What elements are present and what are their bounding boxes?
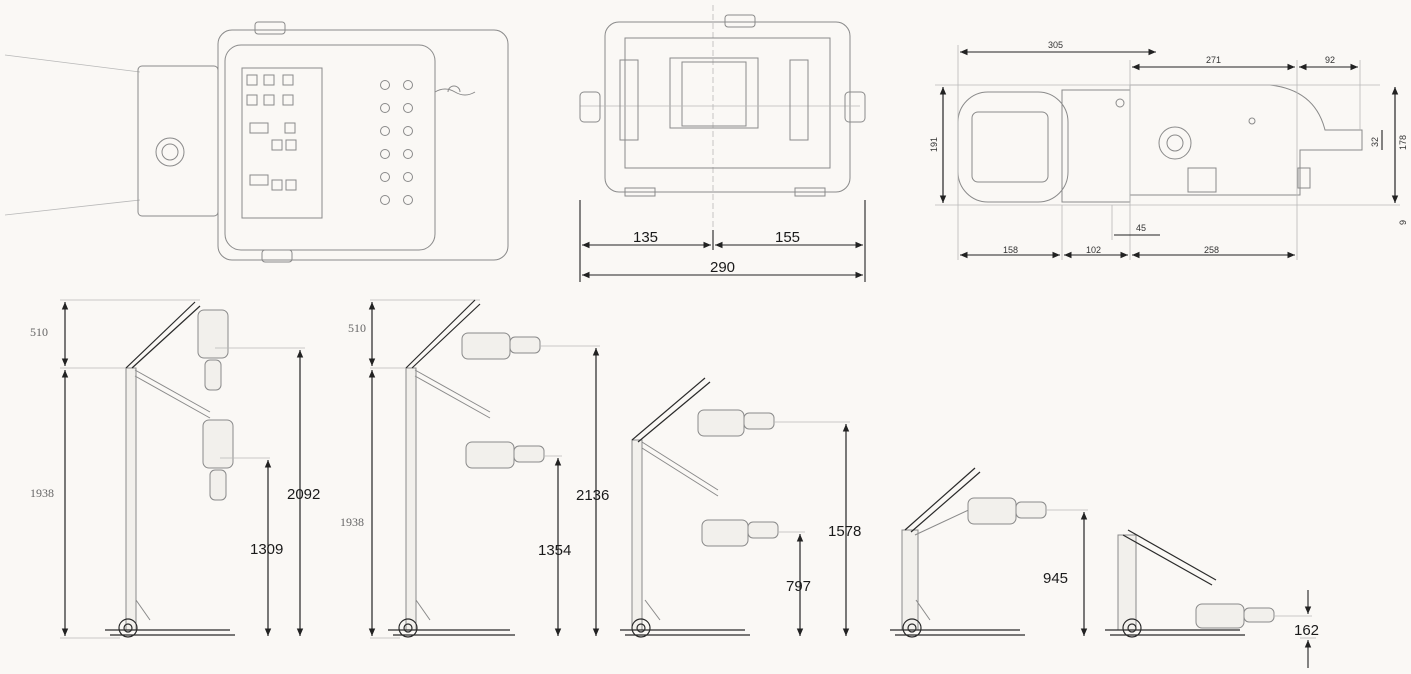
stand-1-min: 1309 — [250, 541, 283, 558]
side-dim-191: 191 — [929, 137, 939, 152]
stand-3-drawing: 1578 797 — [620, 377, 861, 638]
stand-2-lower: 1938 — [340, 515, 364, 529]
front-view-dimensions: 135 155 290 — [579, 200, 866, 282]
side-dim-158: 158 — [1003, 245, 1018, 255]
stand-2-upper: 510 — [348, 321, 366, 335]
stand-1-max: 2092 — [287, 486, 320, 503]
front-dim-total: 290 — [710, 259, 735, 276]
stand-1-upper: 510 — [30, 325, 48, 339]
side-view-drawing — [957, 84, 1363, 203]
stand-4-height: 945 — [1043, 570, 1068, 587]
front-dim-right: 155 — [775, 229, 800, 246]
stand-1-lower: 1938 — [30, 486, 54, 500]
stand-4-drawing: 945 — [890, 467, 1088, 638]
front-dim-left: 135 — [633, 229, 658, 246]
front-view-drawing — [579, 5, 866, 250]
stand-1-drawing: 510 1938 2092 1309 — [30, 299, 320, 639]
side-dim-32: 32 — [1370, 137, 1380, 147]
side-dim-45: 45 — [1136, 223, 1146, 233]
side-dim-178: 178 — [1398, 135, 1408, 150]
side-dim-102: 102 — [1086, 245, 1101, 255]
side-dim-92: 92 — [1325, 55, 1335, 65]
side-dim-9: 9 — [1398, 220, 1408, 225]
stand-3-min: 797 — [786, 578, 811, 595]
side-dim-258: 258 — [1204, 245, 1219, 255]
top-view-drawing — [4, 21, 509, 263]
stand-2-min: 1354 — [538, 542, 571, 559]
stand-5-height: 162 — [1294, 622, 1319, 639]
stand-2-drawing: 510 1938 2136 1354 — [340, 299, 609, 639]
side-dim-305: 305 — [1048, 40, 1063, 50]
stand-2-max: 2136 — [576, 487, 609, 504]
side-view-dimensions: 305 271 92 191 32 178 9 45 158 102 258 — [929, 40, 1408, 260]
side-dim-271: 271 — [1206, 55, 1221, 65]
stand-5-drawing: 162 — [1105, 529, 1319, 668]
stand-3-max: 1578 — [828, 523, 861, 540]
